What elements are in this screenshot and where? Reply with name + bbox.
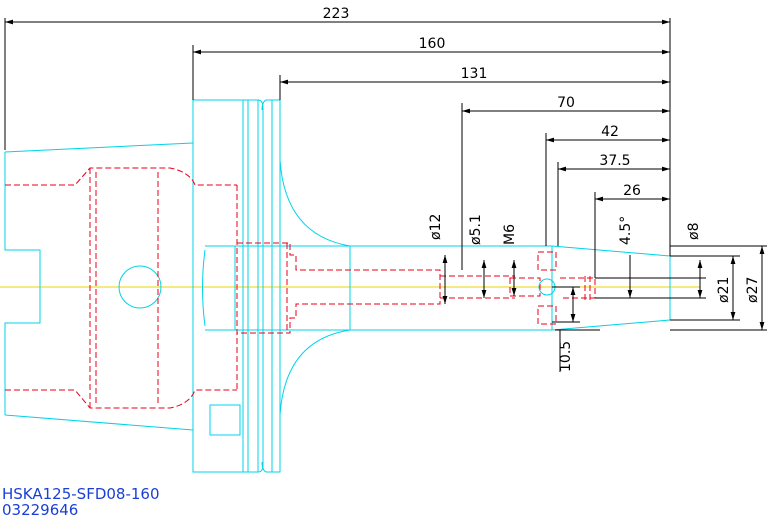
dim-width-10-5: 10.5 xyxy=(558,341,574,372)
dim-length-70: 70 xyxy=(557,95,575,111)
dim-length-160: 160 xyxy=(419,36,446,52)
dim-dia-27: ø27 xyxy=(745,277,761,303)
dim-dia-12: ø12 xyxy=(428,214,444,240)
dim-length-37-5: 37.5 xyxy=(599,153,630,169)
dimension-lines xyxy=(4,18,767,372)
article-number-label: 03229646 xyxy=(2,501,79,519)
dim-length-26: 26 xyxy=(623,183,641,199)
dim-length-42: 42 xyxy=(601,124,619,140)
dim-taper-angle: 4.5° xyxy=(618,216,634,245)
dim-dia-5-1: ø5.1 xyxy=(468,214,484,245)
part-number-label: HSKA125-SFD08-160 xyxy=(2,485,160,503)
dim-length-131: 131 xyxy=(461,66,488,82)
dim-thread-m6: M6 xyxy=(502,224,518,245)
tool-outline xyxy=(4,99,671,473)
dim-dia-8: ø8 xyxy=(686,223,702,240)
dim-dia-21: ø21 xyxy=(716,277,732,303)
dim-overall-length: 223 xyxy=(323,6,350,22)
dimension-labels: 223 160 131 70 42 37.5 26 ø12 ø5.1 M6 4.… xyxy=(323,6,761,372)
hidden-lines xyxy=(5,167,596,409)
